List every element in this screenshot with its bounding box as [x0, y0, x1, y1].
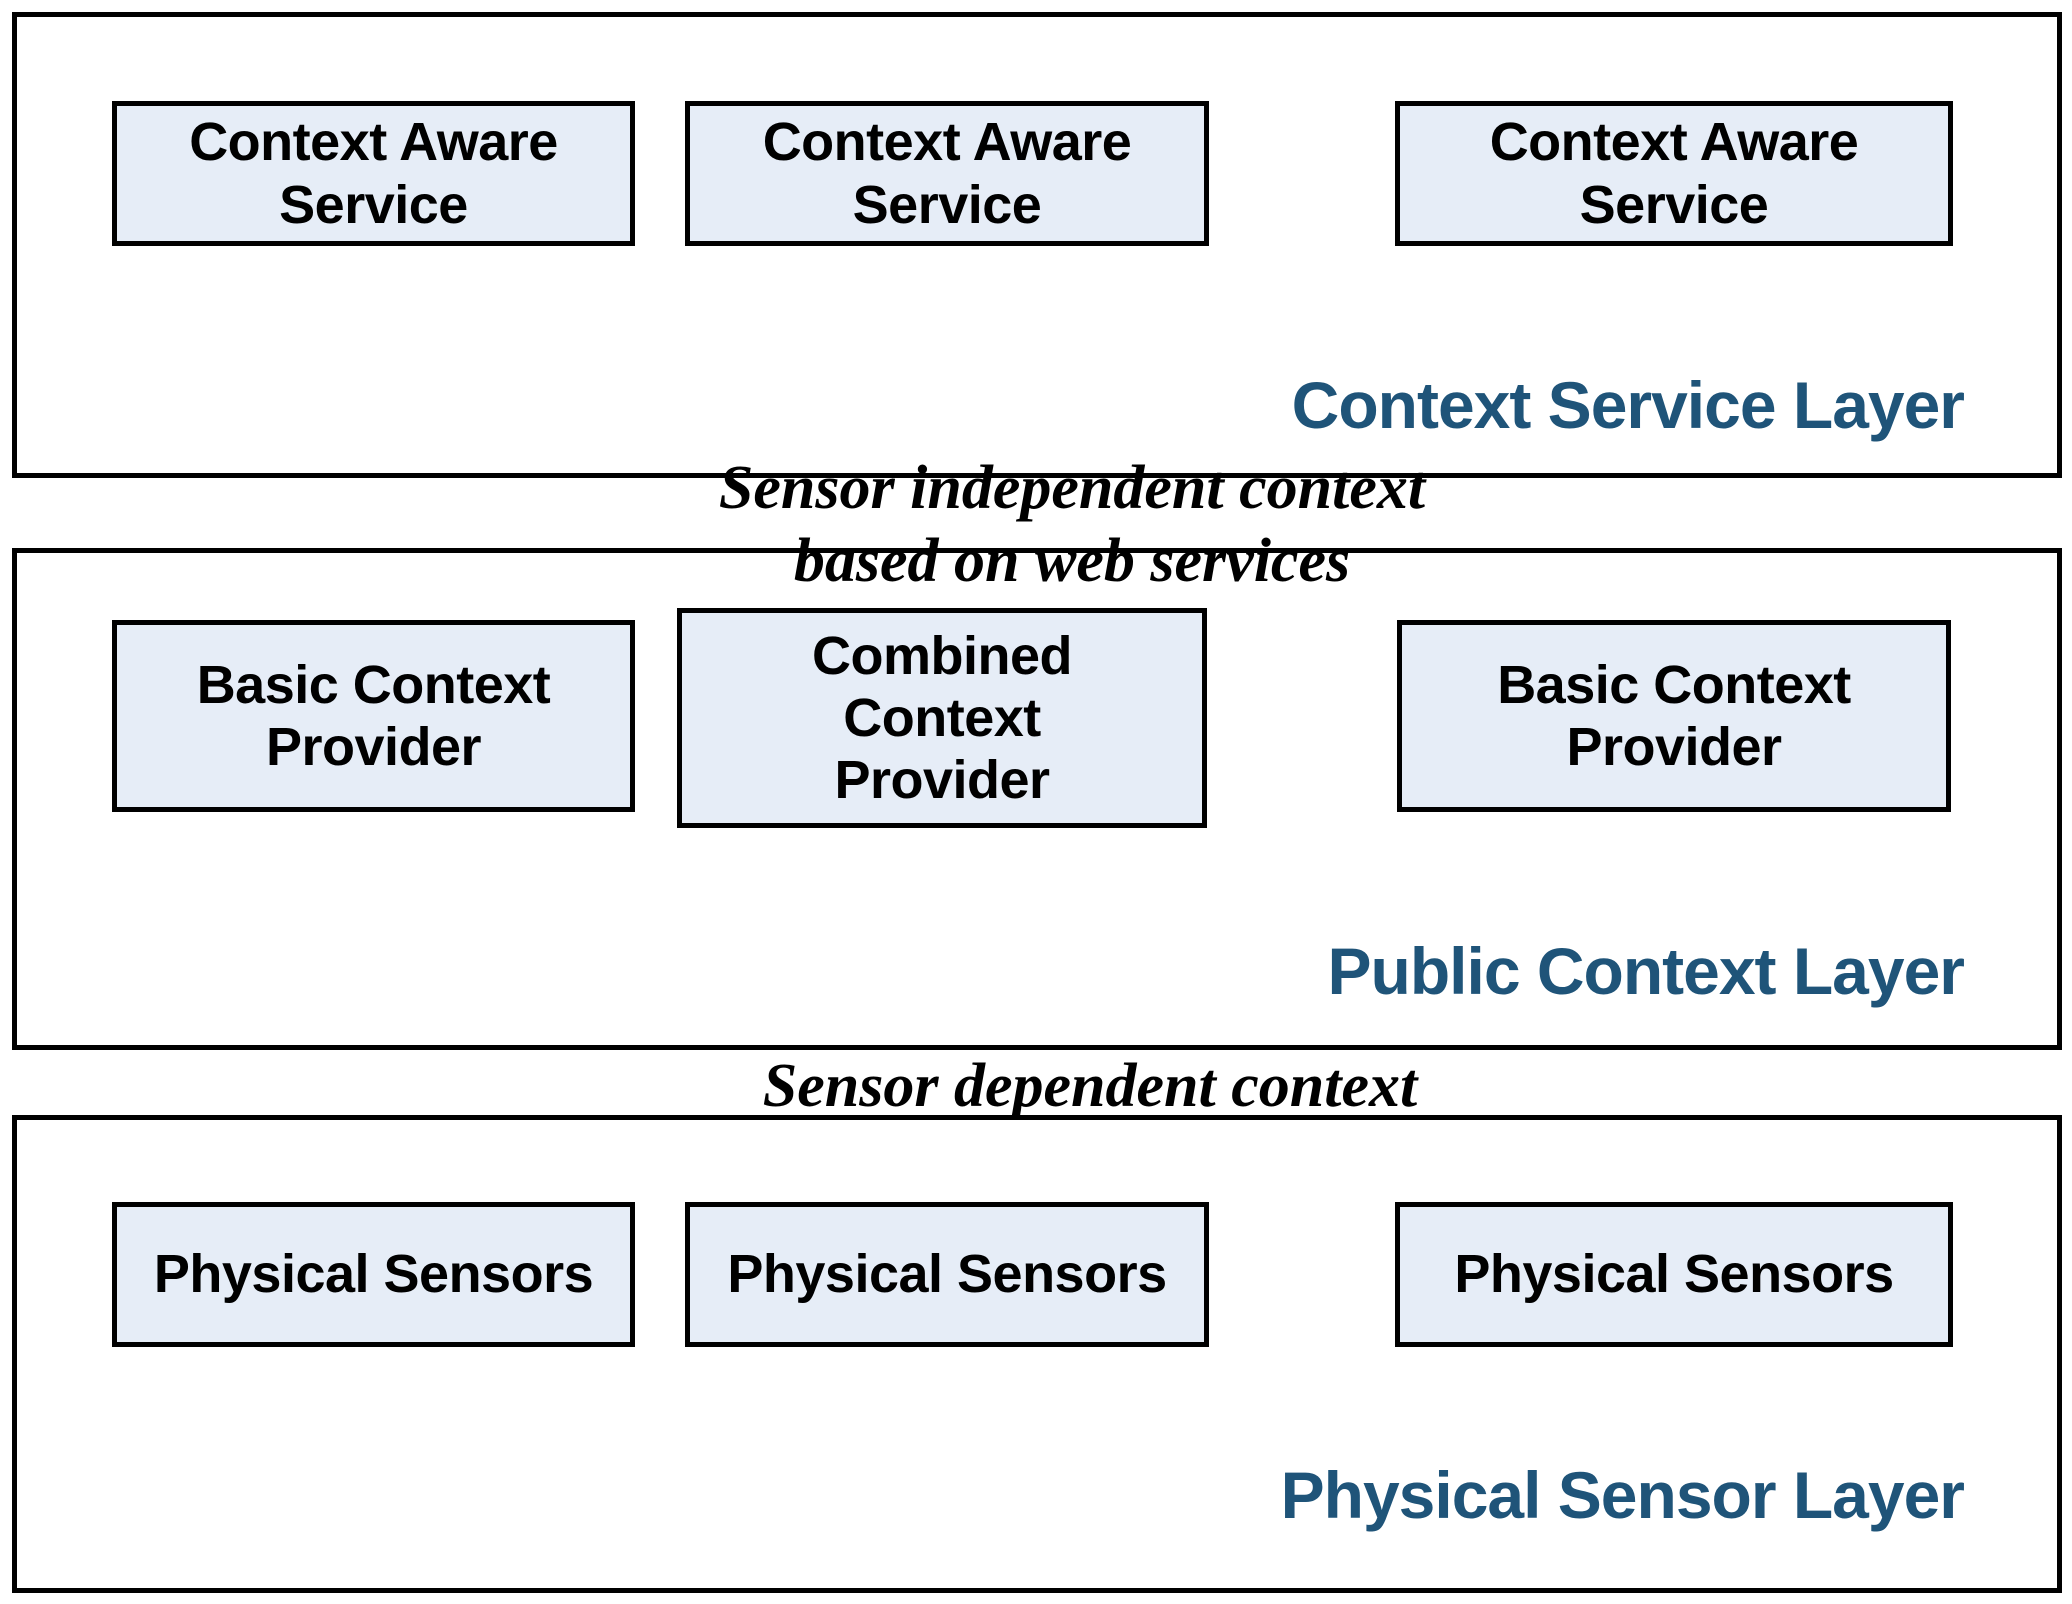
node-label: Basic Context Provider	[196, 654, 551, 777]
node-basic-context-provider-1[interactable]: Basic Context Provider	[112, 620, 635, 812]
node-combined-context-provider[interactable]: Combined Context Provider	[677, 608, 1207, 828]
node-label: Combined Context Provider	[812, 625, 1073, 811]
node-physical-sensors-2[interactable]: Physical Sensors	[685, 1202, 1209, 1347]
node-label: Context Aware Service	[1489, 112, 1859, 235]
connector-caption-sensor-independent-context: Sensor independent context based on web …	[718, 454, 1426, 596]
node-basic-context-provider-2[interactable]: Basic Context Provider	[1397, 620, 1951, 812]
connector-caption-sensor-dependent-context: Sensor dependent context	[762, 1052, 1418, 1120]
layer-title-public-context: Public Context Layer	[1327, 934, 1965, 1008]
node-label: Context Aware Service	[762, 112, 1132, 235]
node-label: Context Aware Service	[189, 112, 558, 235]
layer-frame-context-service: Context Aware Service Context Aware Serv…	[12, 12, 2062, 478]
node-label: Physical Sensors	[727, 1244, 1167, 1305]
layer-title-physical-sensor: Physical Sensor Layer	[1280, 1458, 1965, 1532]
node-context-aware-service-2[interactable]: Context Aware Service	[685, 101, 1209, 246]
layer-title-context-service: Context Service Layer	[1291, 368, 1965, 442]
node-physical-sensors-1[interactable]: Physical Sensors	[112, 1202, 635, 1347]
node-label: Basic Context Provider	[1497, 654, 1851, 777]
node-label: Physical Sensors	[153, 1244, 594, 1305]
layer-frame-public-context: Basic Context Provider Combined Context …	[12, 548, 2062, 1050]
node-context-aware-service-3[interactable]: Context Aware Service	[1395, 101, 1953, 246]
layer-frame-physical-sensor: Physical Sensors Physical Sensors Physic…	[12, 1115, 2062, 1593]
node-physical-sensors-3[interactable]: Physical Sensors	[1395, 1202, 1953, 1347]
node-label: Physical Sensors	[1454, 1244, 1894, 1305]
node-context-aware-service-1[interactable]: Context Aware Service	[112, 101, 635, 246]
